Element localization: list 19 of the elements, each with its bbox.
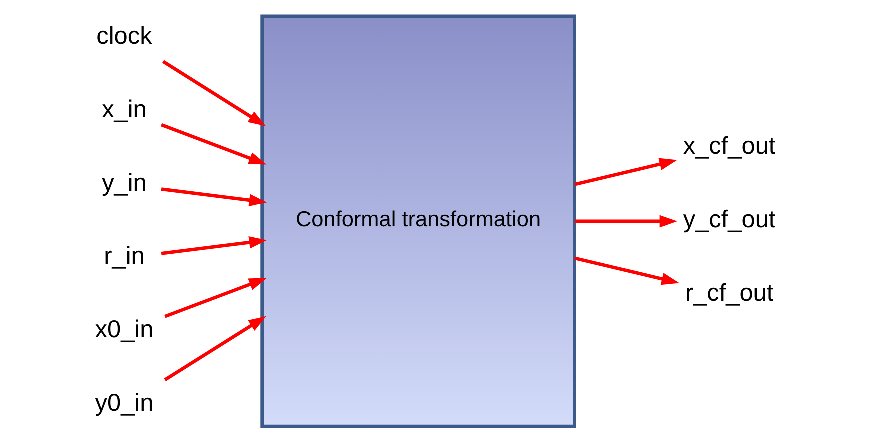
node-text: x_in	[102, 96, 147, 124]
arrow	[162, 60, 266, 126]
node-text: y_cf_out	[683, 206, 776, 234]
arrow	[161, 188, 268, 207]
node-text: r_in	[104, 243, 145, 270]
node-text: r_cf_out	[685, 280, 774, 307]
arrow	[574, 256, 680, 286]
arrow	[160, 123, 267, 165]
arrow	[161, 236, 268, 256]
node-text: clock	[96, 23, 152, 50]
node-box: Conformal transformation	[260, 14, 576, 428]
arrow	[574, 158, 678, 186]
node-text: y0_in	[95, 390, 154, 417]
node-text: x0_in	[95, 316, 154, 344]
arrow	[164, 278, 267, 318]
node-text: x_cf_out	[683, 133, 776, 160]
arrow	[164, 316, 266, 382]
arrow	[574, 215, 678, 228]
node-text: y_in	[102, 170, 147, 197]
